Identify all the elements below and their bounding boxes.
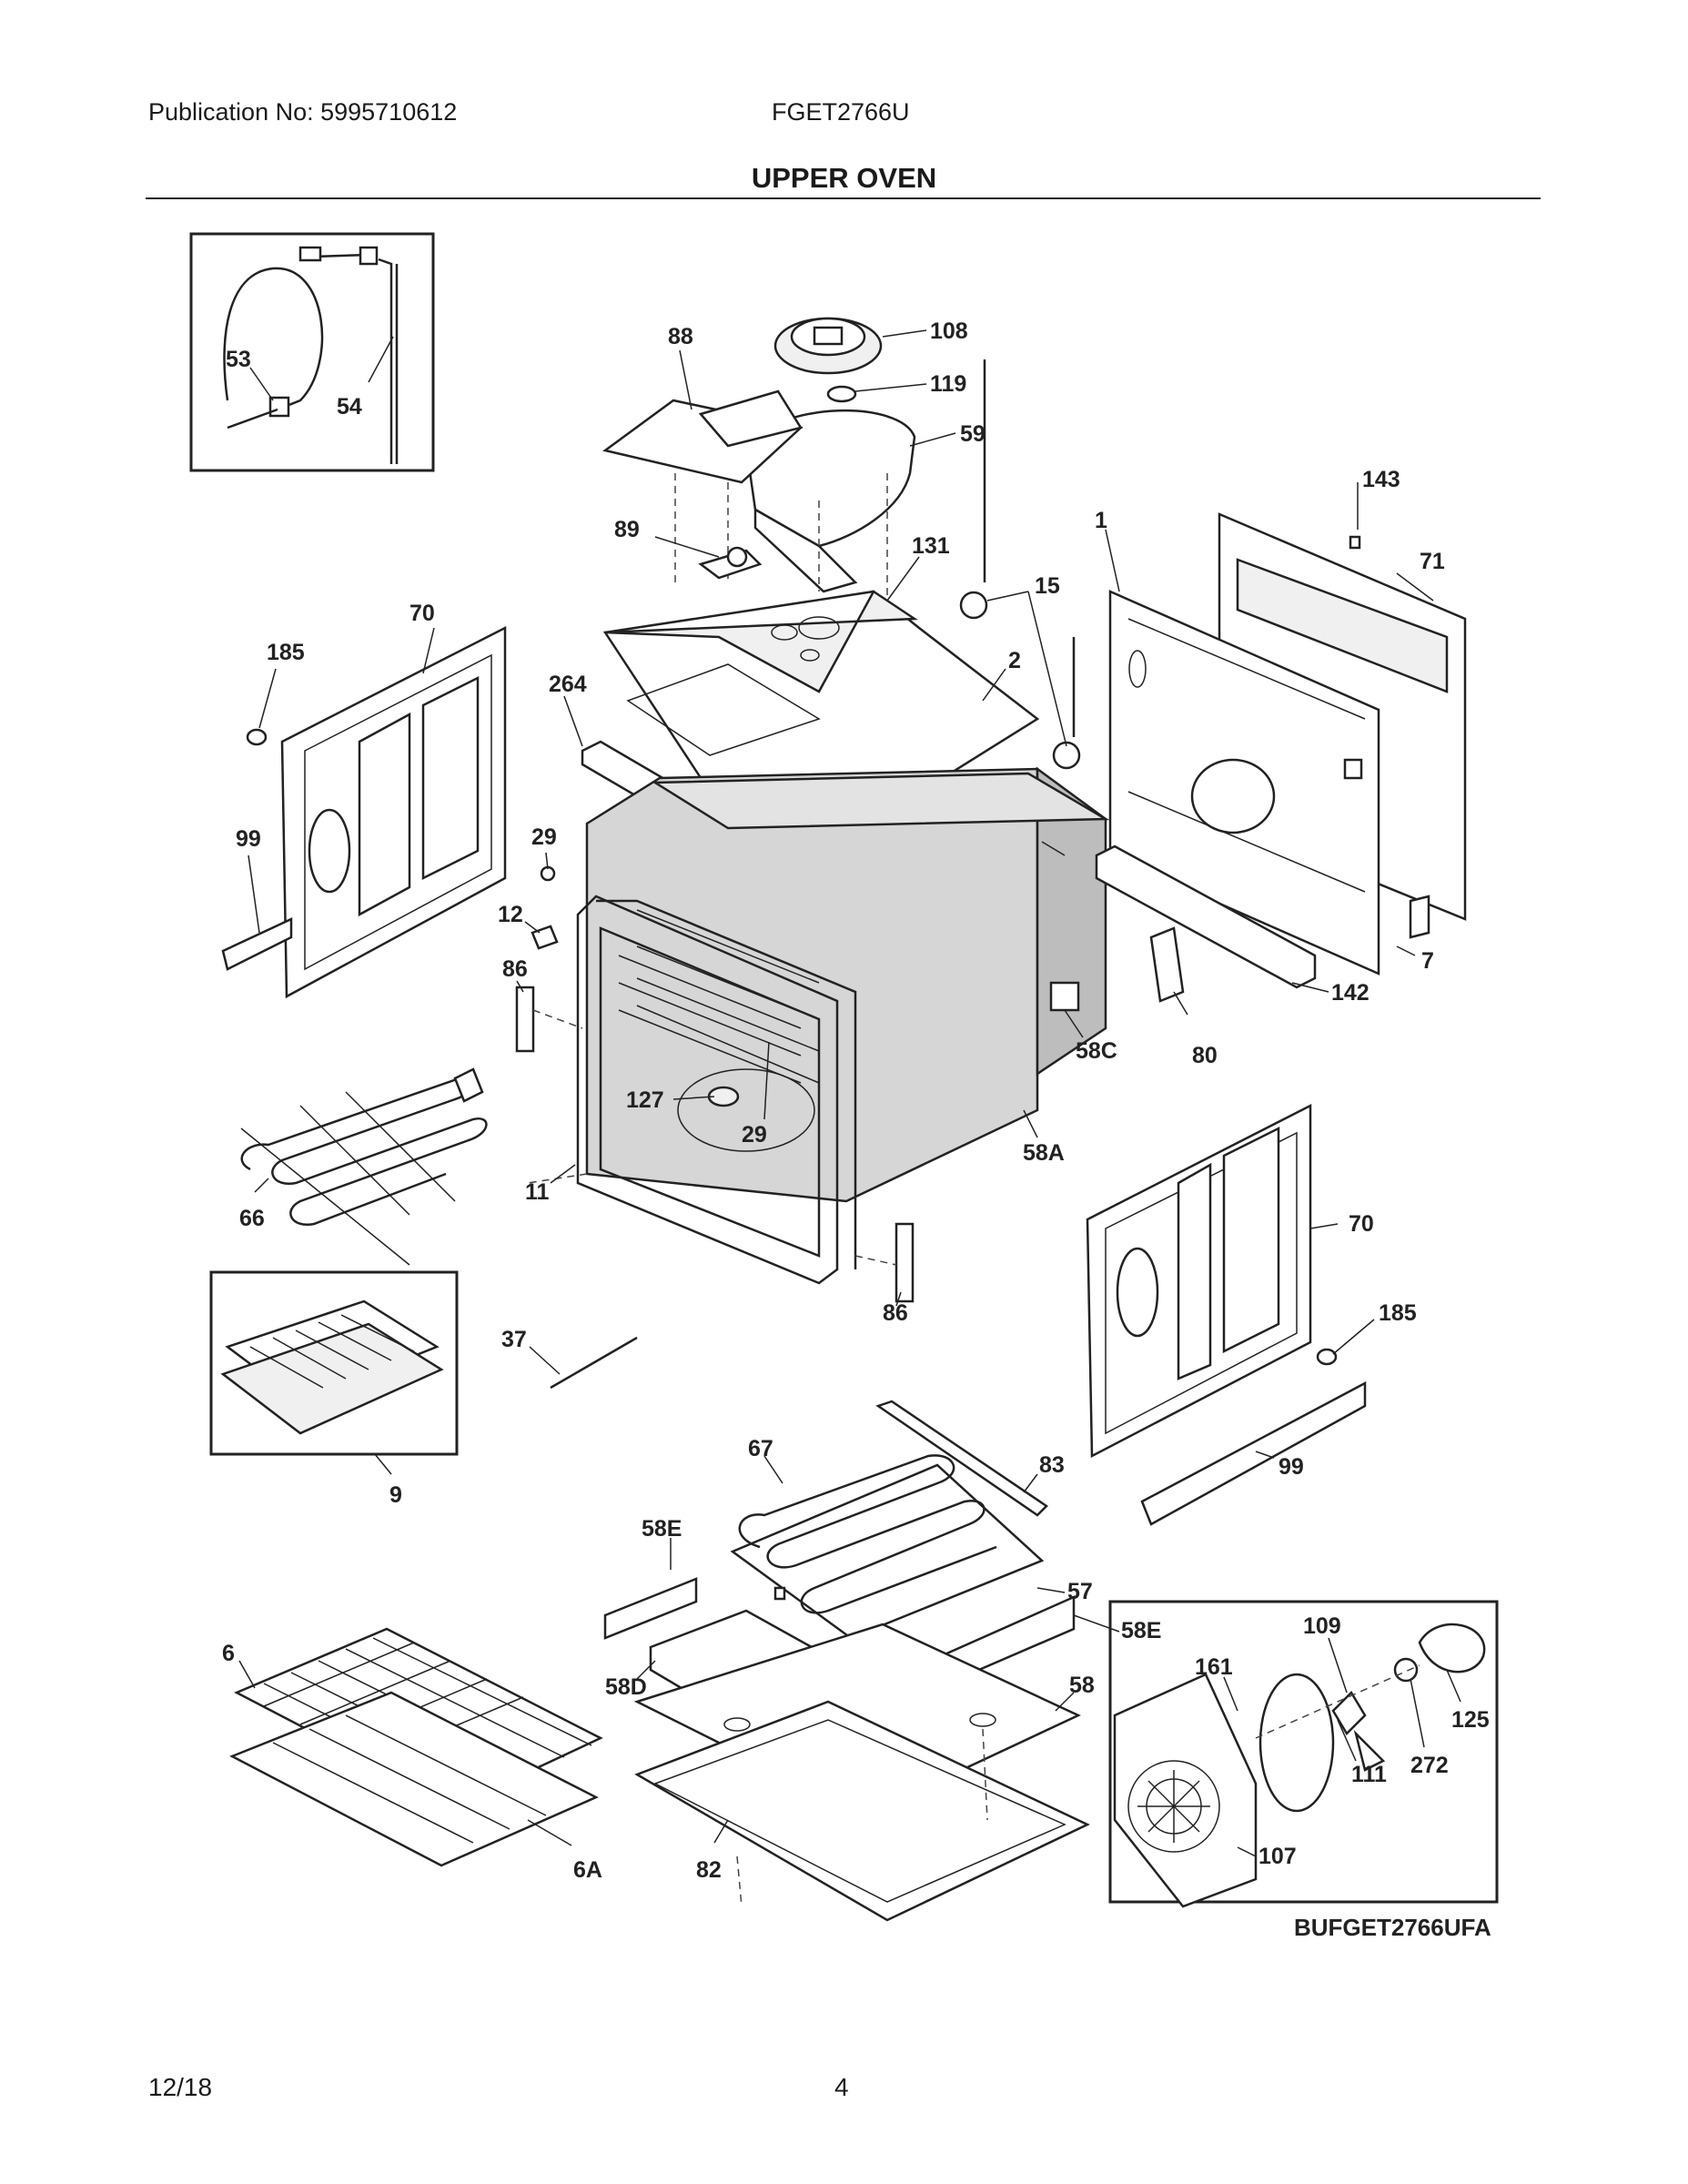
rear-panels (1095, 512, 1467, 1003)
part-99-left (221, 917, 293, 971)
bake-element-67 (730, 1400, 1048, 1640)
part-89 (698, 546, 763, 580)
callout-53: 53 (226, 347, 251, 372)
callout-2: 2 (1008, 648, 1021, 673)
callout-59: 59 (960, 421, 986, 447)
callout-66: 66 (239, 1206, 265, 1231)
callout-86-right: 86 (883, 1300, 908, 1326)
part-11 (576, 895, 839, 1285)
convection-fan-inset (1108, 1600, 1499, 1908)
callout-labels: 53 54 88 108 119 59 143 1 71 89 131 15 7… (222, 318, 1490, 1883)
callout-82: 82 (696, 1857, 722, 1883)
callout-143: 143 (1362, 467, 1400, 492)
callout-57: 57 (1067, 1579, 1093, 1604)
oven-interior (596, 899, 857, 1269)
callout-58D: 58D (605, 1674, 647, 1700)
callout-89: 89 (614, 517, 640, 542)
callout-58E-right: 58E (1121, 1618, 1161, 1643)
callout-88: 88 (668, 324, 693, 349)
callout-111: 111 (1351, 1762, 1387, 1787)
callout-109: 109 (1303, 1613, 1341, 1639)
top-fan-assembly (602, 317, 916, 601)
callout-67: 67 (748, 1436, 773, 1461)
part-37 (550, 1336, 638, 1390)
diagram-id: BUFGET2766UFA (1294, 1914, 1491, 1941)
broil-element-66 (240, 1067, 488, 1266)
part-12-29 (531, 865, 559, 950)
callout-125: 125 (1451, 1707, 1490, 1733)
oven-bottom-82 (634, 1700, 1090, 1922)
broil-pan-inset (209, 1270, 459, 1456)
page-title: UPPER OVEN (751, 162, 937, 194)
callout-37: 37 (501, 1327, 527, 1352)
callout-54: 54 (337, 394, 362, 420)
oven-racks (229, 1627, 603, 1867)
callout-108: 108 (930, 318, 968, 344)
publication-number: Publication No: 5995710612 (148, 98, 458, 126)
part-185-left (246, 728, 268, 746)
callout-119: 119 (930, 371, 966, 397)
callout-1: 1 (1095, 508, 1107, 533)
callout-131: 131 (912, 533, 950, 559)
callout-9: 9 (389, 1482, 402, 1508)
callout-58C: 58C (1076, 1038, 1117, 1064)
sensor-inset (189, 232, 435, 472)
callout-71: 71 (1420, 549, 1445, 574)
callout-99-left: 99 (236, 826, 261, 852)
callout-58: 58 (1069, 1673, 1095, 1698)
callout-70-right: 70 (1349, 1211, 1374, 1237)
callout-12: 12 (498, 902, 523, 927)
callout-107: 107 (1258, 1844, 1297, 1869)
right-side-panel (1086, 1103, 1367, 1526)
oven-cavity (527, 766, 1110, 1203)
callout-99-right: 99 (1279, 1454, 1304, 1480)
footer-date: 12/18 (148, 2073, 213, 2101)
callout-127: 127 (626, 1087, 664, 1113)
callout-185-right: 185 (1379, 1300, 1417, 1326)
callout-70-left: 70 (409, 601, 435, 626)
callout-80: 80 (1192, 1043, 1218, 1068)
callout-83: 83 (1039, 1452, 1065, 1478)
callout-58E-left: 58E (642, 1516, 682, 1542)
part-15 (959, 359, 1081, 770)
callout-264: 264 (549, 672, 587, 697)
part-86-right (854, 1222, 915, 1303)
callout-142: 142 (1331, 980, 1370, 1006)
callout-29-top: 29 (531, 824, 557, 850)
callout-58A: 58A (1023, 1140, 1065, 1166)
callout-6A: 6A (573, 1857, 602, 1883)
page-number: 4 (834, 2073, 849, 2101)
model-number: FGET2766U (772, 98, 910, 126)
part-86-left (515, 986, 583, 1053)
callout-15: 15 (1035, 573, 1060, 599)
callout-11: 11 (525, 1179, 550, 1205)
callout-6: 6 (222, 1641, 235, 1666)
header-rule (146, 197, 1541, 199)
callout-86-left: 86 (502, 956, 528, 982)
callout-29-inner: 29 (742, 1122, 767, 1148)
callout-272: 272 (1410, 1753, 1449, 1778)
left-side-panel (280, 625, 507, 999)
callout-7: 7 (1421, 948, 1434, 974)
callout-185-left: 185 (267, 640, 305, 665)
callout-161: 161 (1195, 1654, 1233, 1680)
